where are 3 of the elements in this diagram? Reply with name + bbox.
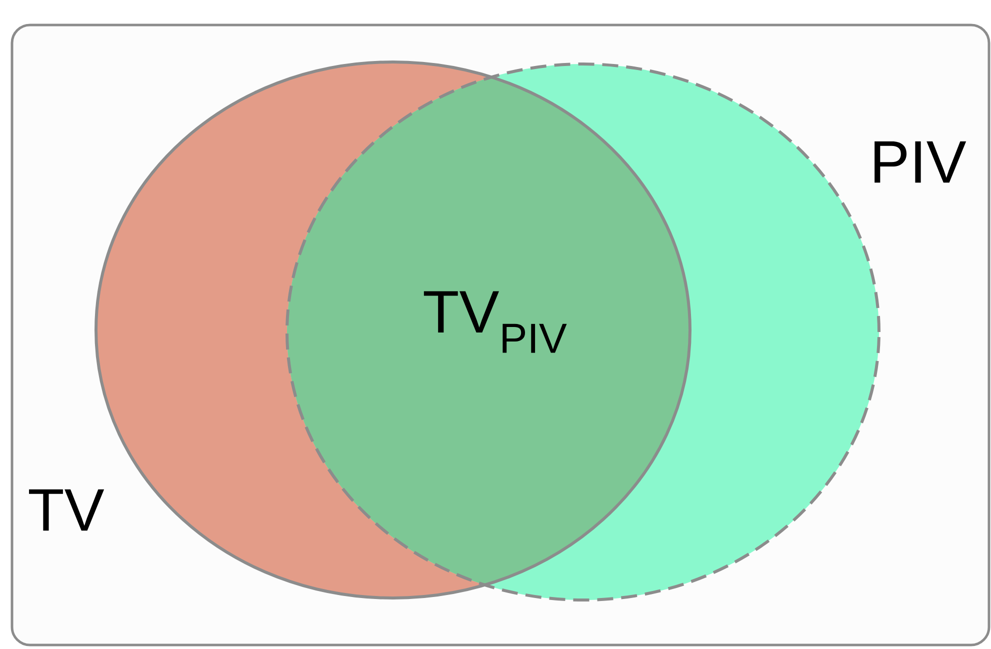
set-label: PIV [874,141,966,183]
intersection-label: TV$_{PIV}$ [424,291,567,353]
set-label: TV [29,489,104,531]
